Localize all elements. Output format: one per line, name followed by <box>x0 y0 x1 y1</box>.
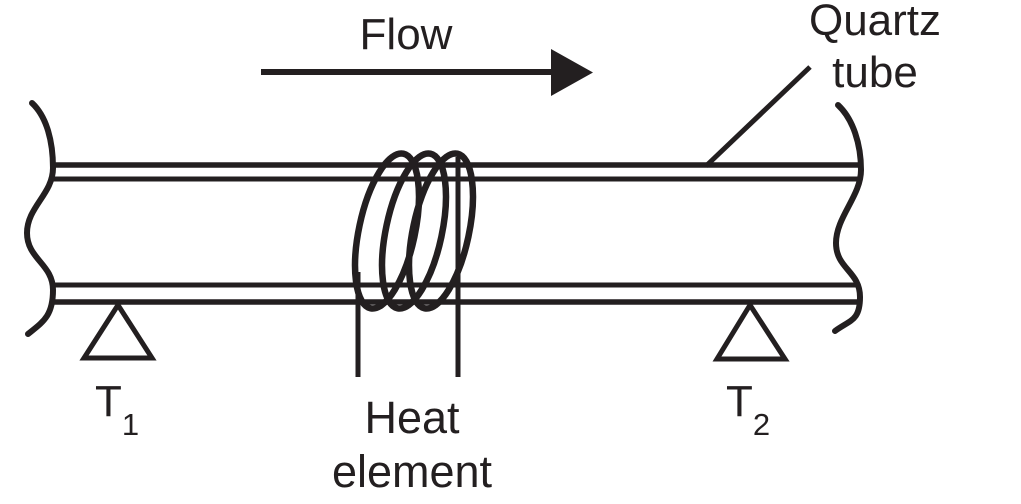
heat-element-label-line2: element <box>331 446 493 497</box>
sensor-t2-subscript: 2 <box>752 407 771 442</box>
flow-label: Flow <box>306 9 506 61</box>
flow-arrow-head-icon <box>551 49 593 96</box>
sensor-t1-subscript: 1 <box>121 407 140 442</box>
temp-sensor-1-symbol <box>79 300 157 361</box>
tube-break-left <box>23 100 57 337</box>
heat-element-coil <box>351 150 477 312</box>
sensor-t1-main: T <box>95 377 122 426</box>
flow-label-text: Flow <box>359 10 453 59</box>
coil-loop-3 <box>405 150 477 312</box>
quartz-tube-pointer-line <box>704 65 812 168</box>
quartz-tube-label-line2: tube <box>832 48 918 97</box>
line-art-group <box>23 49 865 377</box>
heat-element-label: Heat element <box>312 391 512 499</box>
quartz-tube-label: Quartz tube <box>775 0 975 99</box>
sensor-t1-label: T1 <box>95 376 139 451</box>
sensor-t2-label: T2 <box>726 376 770 451</box>
sensor-t2-main: T <box>726 377 753 426</box>
temp-sensor-2-symbol <box>712 300 790 362</box>
tube-break-right <box>832 102 865 334</box>
quartz-tube-label-line1: Quartz <box>808 0 942 45</box>
heat-element-label-line1: Heat <box>364 392 460 443</box>
coil-loop-2 <box>378 150 450 312</box>
